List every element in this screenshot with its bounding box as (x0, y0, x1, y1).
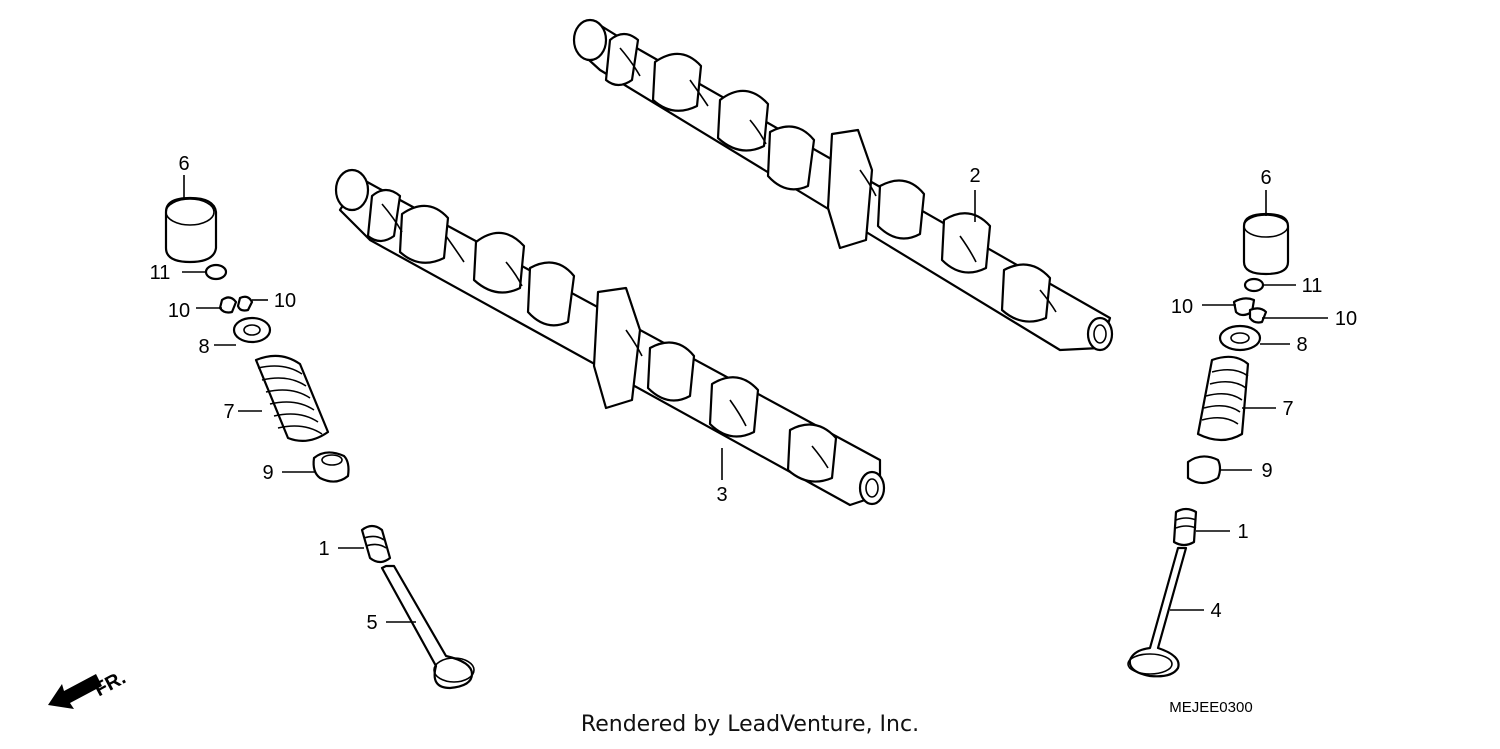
callout-11-left: 11 (150, 262, 171, 284)
callout-6-left: 6 (178, 153, 189, 175)
callout-9-right: 9 (1261, 460, 1272, 482)
left-valve-assembly (164, 196, 475, 690)
callout-5: 5 (366, 612, 377, 634)
camshaft-lower (334, 168, 886, 507)
cotter-left-b (236, 295, 254, 312)
tappet-left (164, 196, 218, 264)
arrow-icon (48, 674, 102, 709)
retainer-left (232, 316, 272, 344)
callout-8-right: 8 (1296, 334, 1307, 356)
callout-1-left: 1 (318, 538, 329, 560)
cotter-right-b (1248, 307, 1268, 324)
valve-left (380, 564, 474, 690)
callout-10-right-b: 10 (1335, 308, 1357, 330)
callouts: 6 11 10 10 8 7 9 1 5 2 3 6 11 10 10 8 7 … (150, 153, 1358, 634)
retainer-right (1218, 324, 1262, 352)
camshaft-upper (572, 18, 1114, 352)
callout-11-right: 11 (1302, 275, 1323, 297)
leader-lines (182, 175, 1328, 623)
right-valve-assembly (1127, 212, 1290, 678)
valve-seal-left (312, 451, 350, 483)
callout-6-right: 6 (1260, 167, 1271, 189)
direction-label: FR. (91, 667, 130, 702)
shim-right (1243, 277, 1265, 293)
front-direction-arrow: FR. (48, 667, 129, 709)
spring-left (254, 354, 330, 443)
shim-left (204, 263, 228, 281)
callout-10-left-b: 10 (274, 290, 296, 312)
callout-1-right: 1 (1237, 521, 1248, 543)
callout-9-left: 9 (262, 462, 273, 484)
callout-8-left: 8 (198, 336, 209, 358)
spring-right (1196, 355, 1250, 442)
valve-seal-right (1186, 455, 1222, 485)
callout-10-left-a: 10 (168, 300, 190, 322)
callout-4: 4 (1210, 600, 1221, 622)
callout-7-left: 7 (223, 401, 234, 423)
diagram-code: MEJEE0300 (1169, 699, 1252, 716)
footer-credit: Rendered by LeadVenture, Inc. (580, 712, 920, 737)
valve-right (1128, 546, 1188, 678)
tappet-right (1242, 212, 1290, 276)
callout-7-right: 7 (1282, 398, 1293, 420)
callout-2: 2 (969, 165, 980, 187)
callout-3: 3 (716, 484, 727, 506)
callout-10-right-a: 10 (1171, 296, 1193, 318)
cotter-left-a (218, 296, 238, 314)
